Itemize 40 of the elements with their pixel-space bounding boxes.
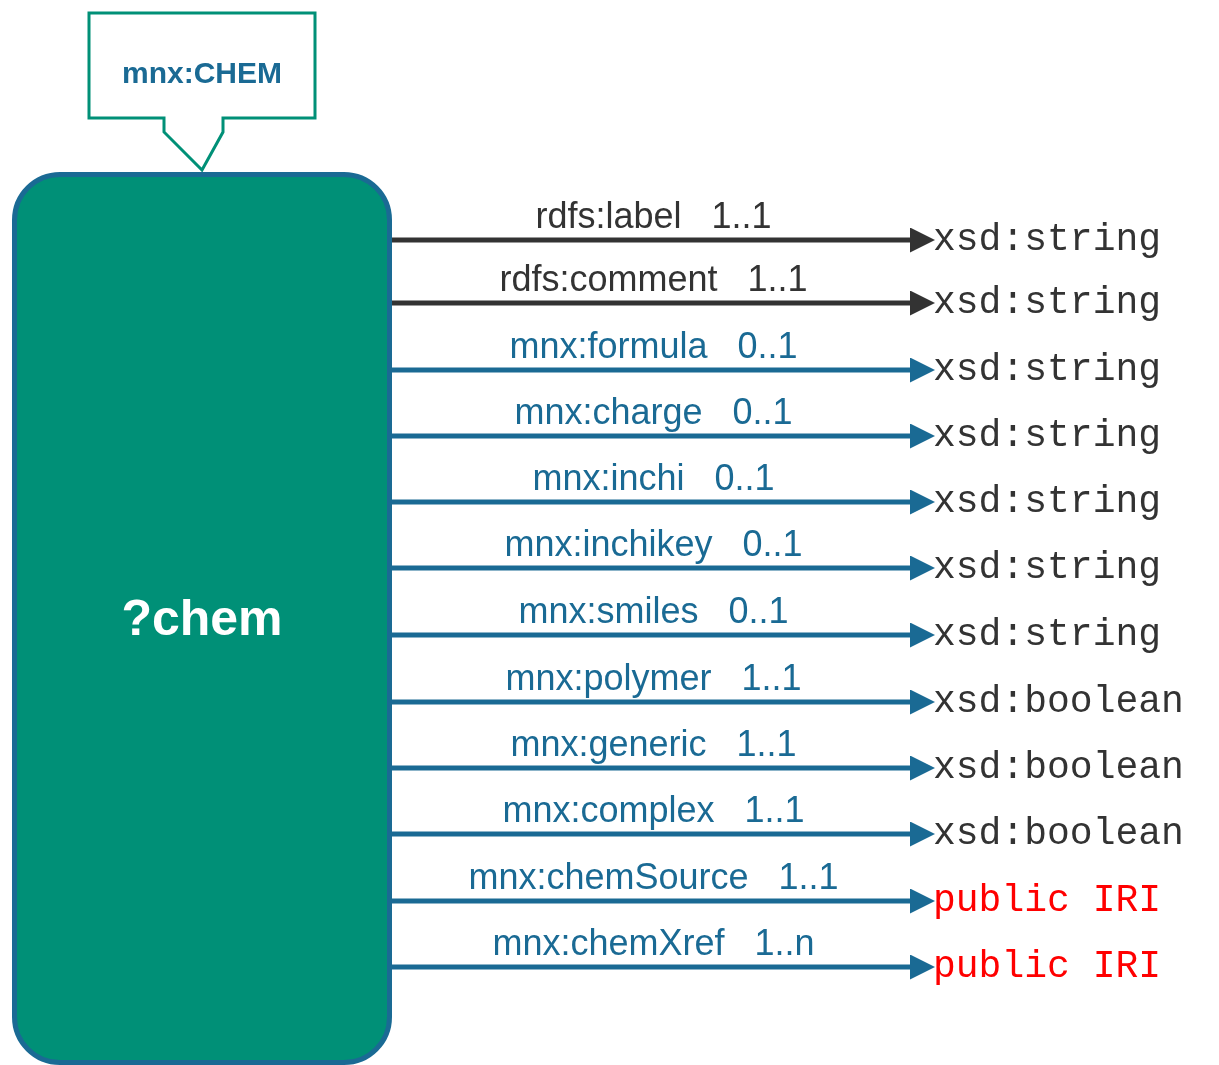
edge-label: rdfs:comment 1..1 (498, 259, 809, 299)
edge-label: mnx:smiles 0..1 (517, 591, 790, 631)
class-label: ?chem (121, 589, 283, 648)
type-label: xsd:string (933, 281, 1162, 325)
edge-label: mnx:chemSource 1..1 (467, 857, 840, 897)
arrow (392, 954, 935, 980)
type-label: xsd:string (933, 546, 1162, 590)
type-label: public IRI (933, 945, 1162, 989)
arrow (392, 290, 935, 316)
type-label: xsd:boolean (933, 812, 1184, 856)
arrow (392, 888, 935, 914)
edge-label: mnx:charge 0..1 (513, 392, 794, 432)
class-box (12, 172, 392, 1065)
arrow (392, 689, 935, 715)
edge-label: mnx:inchi 0..1 (531, 458, 776, 498)
type-label: xsd:boolean (933, 680, 1184, 724)
edge-label: mnx:formula 0..1 (508, 326, 799, 366)
arrow (392, 755, 935, 781)
arrow (392, 555, 935, 581)
type-label: xsd:string (933, 414, 1162, 458)
arrow (392, 227, 935, 253)
type-label: public IRI (933, 879, 1162, 923)
type-label: xsd:string (933, 218, 1162, 262)
type-label: xsd:string (933, 613, 1162, 657)
type-label: xsd:string (933, 480, 1162, 524)
arrow (392, 423, 935, 449)
arrow (392, 357, 935, 383)
edge-label: mnx:complex 1..1 (501, 790, 806, 830)
edge-label: mnx:chemXref 1..n (491, 923, 816, 963)
arrow (392, 489, 935, 515)
type-label: xsd:boolean (933, 746, 1184, 790)
edge-label: mnx:generic 1..1 (509, 724, 798, 764)
type-label: xsd:string (933, 348, 1162, 392)
callout-title: mnx:CHEM (121, 55, 283, 91)
edge-label: mnx:inchikey 0..1 (503, 524, 804, 564)
arrow (392, 821, 935, 847)
edge-label: mnx:polymer 1..1 (504, 658, 803, 698)
callout-box (86, 10, 318, 174)
edge-label: rdfs:label 1..1 (534, 196, 773, 236)
arrow (392, 622, 935, 648)
